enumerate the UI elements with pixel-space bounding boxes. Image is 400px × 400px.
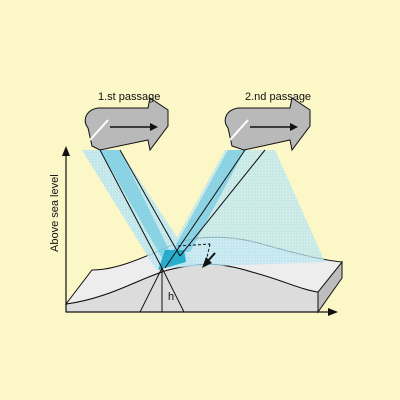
satellite-icon bbox=[84, 97, 169, 152]
height-label: h bbox=[168, 291, 174, 303]
passage-2-label: 2.nd passage bbox=[245, 91, 311, 103]
beam-edge-lines bbox=[99, 149, 266, 269]
height-marker bbox=[139, 267, 185, 313]
radar-beam-1 bbox=[82, 150, 195, 268]
arrow-down-left-icon bbox=[202, 252, 216, 268]
x-axis-arrowhead bbox=[328, 308, 338, 316]
y-axis-label: Above sea level bbox=[49, 174, 61, 252]
axes bbox=[62, 146, 338, 316]
y-axis-arrowhead bbox=[62, 146, 70, 156]
satellite-icon bbox=[224, 97, 311, 152]
radar-beam-2 bbox=[160, 150, 325, 268]
passage-1-label: 1.st passage bbox=[98, 91, 160, 103]
